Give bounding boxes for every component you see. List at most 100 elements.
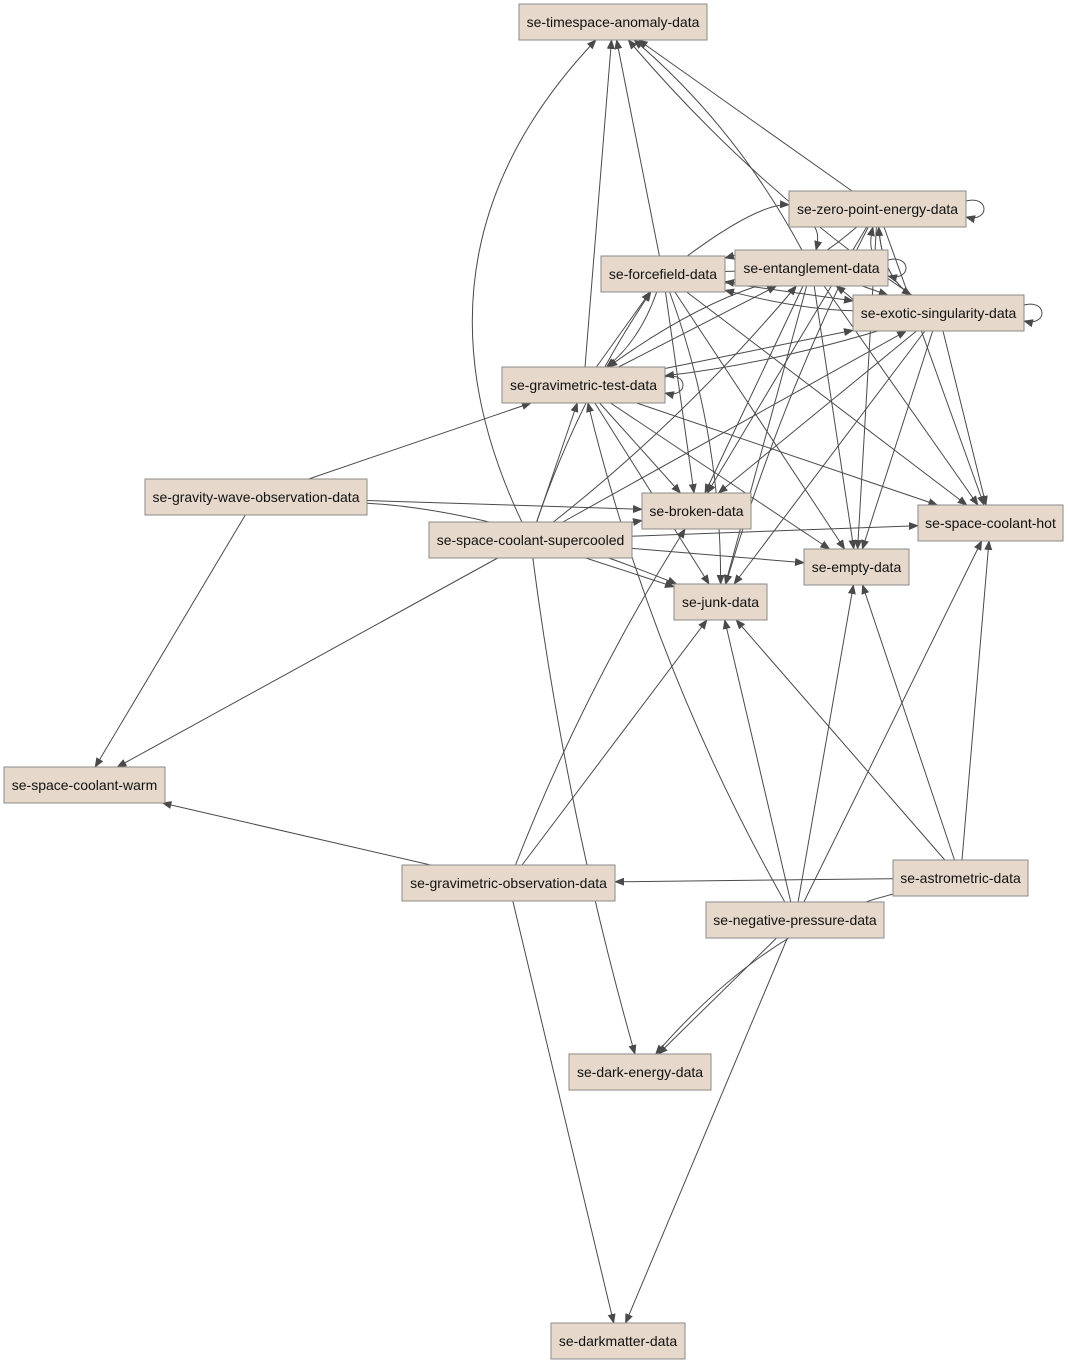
edge-zeropoint-to-coolhot xyxy=(883,226,985,506)
nodes-layer: se-timespace-anomaly-data se-zero-point-e… xyxy=(3,3,1064,1360)
self-loop-zeropoint xyxy=(965,199,985,224)
edge-gravobs-to-darkmatter xyxy=(512,900,616,1324)
edge-entanglement-to-broken xyxy=(704,285,804,494)
edge-coolsuper-to-darkenergy xyxy=(532,557,637,1055)
edge-coolsuper-to-empty xyxy=(631,547,805,566)
edge-astro-to-empty xyxy=(861,584,955,861)
node-junk[interactable]: se-junk-data xyxy=(673,583,768,621)
node-gravobs[interactable]: se-gravimetric-observation-data xyxy=(401,864,616,902)
edge-gravtest-to-timespace xyxy=(584,39,615,368)
node-astro[interactable]: se-astrometric-data xyxy=(892,859,1029,897)
edge-coolsuper-to-coolwarm xyxy=(116,557,498,768)
node-darkmatter[interactable]: se-darkmatter-data xyxy=(550,1322,686,1360)
node-broken[interactable]: se-broken-data xyxy=(641,492,752,530)
node-box xyxy=(501,366,666,404)
node-label: se-space-coolant-hot xyxy=(925,515,1056,531)
node-box xyxy=(568,1053,712,1091)
node-box xyxy=(705,901,885,939)
edge-astro-to-gravobs xyxy=(614,877,894,886)
edge-forcefield-to-zeropoint xyxy=(687,200,790,257)
node-label: se-timespace-anomaly-data xyxy=(527,14,700,30)
node-label: se-zero-point-energy-data xyxy=(797,201,958,217)
edge-exotic-to-coolhot xyxy=(942,330,988,506)
edge-exotic-to-junk xyxy=(733,330,926,585)
edge-forcefield-to-empty xyxy=(674,291,846,550)
node-darkenergy[interactable]: se-dark-energy-data xyxy=(568,1053,712,1091)
node-box xyxy=(518,3,708,41)
node-label: se-astrometric-data xyxy=(900,870,1021,886)
node-empty[interactable]: se-empty-data xyxy=(803,548,910,586)
node-label: se-space-coolant-supercooled xyxy=(437,532,625,548)
self-loop-gravtest xyxy=(664,375,684,400)
edge-negpress-to-darkmatter xyxy=(625,937,788,1324)
edge-coolsuper-to-exotic xyxy=(562,330,907,523)
edge-gravwave-to-gravtest xyxy=(308,402,532,480)
edge-negpress-to-junk xyxy=(722,619,792,903)
node-coolwarm[interactable]: se-space-coolant-warm xyxy=(3,766,166,804)
node-box xyxy=(803,548,910,586)
edge-entanglement-to-timespace xyxy=(633,39,803,251)
node-box xyxy=(788,190,967,228)
node-gravwave[interactable]: se-gravity-wave-observation-data xyxy=(144,478,368,516)
edge-coolsuper-to-timespace xyxy=(471,39,597,523)
edge-exotic-to-broken xyxy=(717,330,917,494)
node-label: se-darkmatter-data xyxy=(559,1333,677,1349)
node-box xyxy=(600,255,726,293)
node-entanglement[interactable]: se-entanglement-data xyxy=(734,249,889,287)
edge-exotic-to-empty xyxy=(861,330,934,550)
node-coolsuper[interactable]: se-space-coolant-supercooled xyxy=(428,521,633,559)
node-box xyxy=(892,859,1029,897)
node-box xyxy=(401,864,616,902)
edge-entanglement-to-exotic xyxy=(862,285,889,296)
node-box xyxy=(852,294,1025,332)
edge-negpress-to-gravtest xyxy=(586,402,786,903)
edge-gravwave-to-broken xyxy=(366,500,643,514)
self-loop-exotic xyxy=(1023,303,1043,328)
edge-coolsuper-to-entanglement xyxy=(553,285,797,523)
node-label: se-exotic-singularity-data xyxy=(861,305,1017,321)
edge-negpress-to-coolhot xyxy=(803,540,983,903)
node-coolhot[interactable]: se-space-coolant-hot xyxy=(917,504,1064,542)
node-label: se-empty-data xyxy=(812,559,902,575)
edge-astro-to-junk xyxy=(735,619,946,861)
node-label: se-entanglement-data xyxy=(743,260,879,276)
node-box xyxy=(641,492,752,530)
node-label: se-space-coolant-warm xyxy=(12,777,158,793)
node-negpress[interactable]: se-negative-pressure-data xyxy=(705,901,885,939)
node-label: se-gravimetric-observation-data xyxy=(410,875,607,891)
node-label: se-junk-data xyxy=(682,594,759,610)
node-box xyxy=(428,521,633,559)
edge-gravtest-to-exotic xyxy=(664,328,854,369)
node-label: se-dark-energy-data xyxy=(577,1064,703,1080)
node-forcefield[interactable]: se-forcefield-data xyxy=(600,255,726,293)
edge-gravtest-to-empty xyxy=(610,402,831,550)
edge-forcefield-to-gravtest xyxy=(605,291,658,368)
edge-gravobs-to-coolwarm xyxy=(161,801,431,866)
node-box xyxy=(3,766,166,804)
edge-coolsuper-to-coolhot xyxy=(631,522,919,537)
node-zeropoint[interactable]: se-zero-point-energy-data xyxy=(788,190,967,228)
edge-coolsuper-to-forcefield xyxy=(536,291,652,523)
node-exotic[interactable]: se-exotic-singularity-data xyxy=(852,294,1025,332)
edge-negpress-to-empty xyxy=(797,584,856,903)
edge-coolsuper-to-junk xyxy=(585,557,675,588)
edge-entanglement-to-empty xyxy=(813,285,857,550)
node-label: se-gravimetric-test-data xyxy=(510,377,657,393)
edge-entanglement-to-junk xyxy=(723,285,808,585)
edge-gravwave-to-coolwarm xyxy=(94,514,246,768)
node-box xyxy=(550,1322,686,1360)
edge-gravtest-to-broken xyxy=(599,402,682,494)
node-label: se-negative-pressure-data xyxy=(713,912,877,928)
self-loop-entanglement xyxy=(887,258,907,283)
edge-entanglement-to-forcefield xyxy=(724,251,736,260)
node-gravtest[interactable]: se-gravimetric-test-data xyxy=(501,366,666,404)
edge-astro-to-coolhot xyxy=(961,540,993,861)
node-box xyxy=(673,583,768,621)
edge-forcefield-to-timespace xyxy=(614,39,660,257)
node-label: se-gravity-wave-observation-data xyxy=(153,489,360,505)
edge-zeropoint-to-exotic xyxy=(878,226,912,296)
node-box xyxy=(734,249,889,287)
edge-forcefield-to-junk xyxy=(669,291,725,585)
node-timespace[interactable]: se-timespace-anomaly-data xyxy=(518,3,708,41)
